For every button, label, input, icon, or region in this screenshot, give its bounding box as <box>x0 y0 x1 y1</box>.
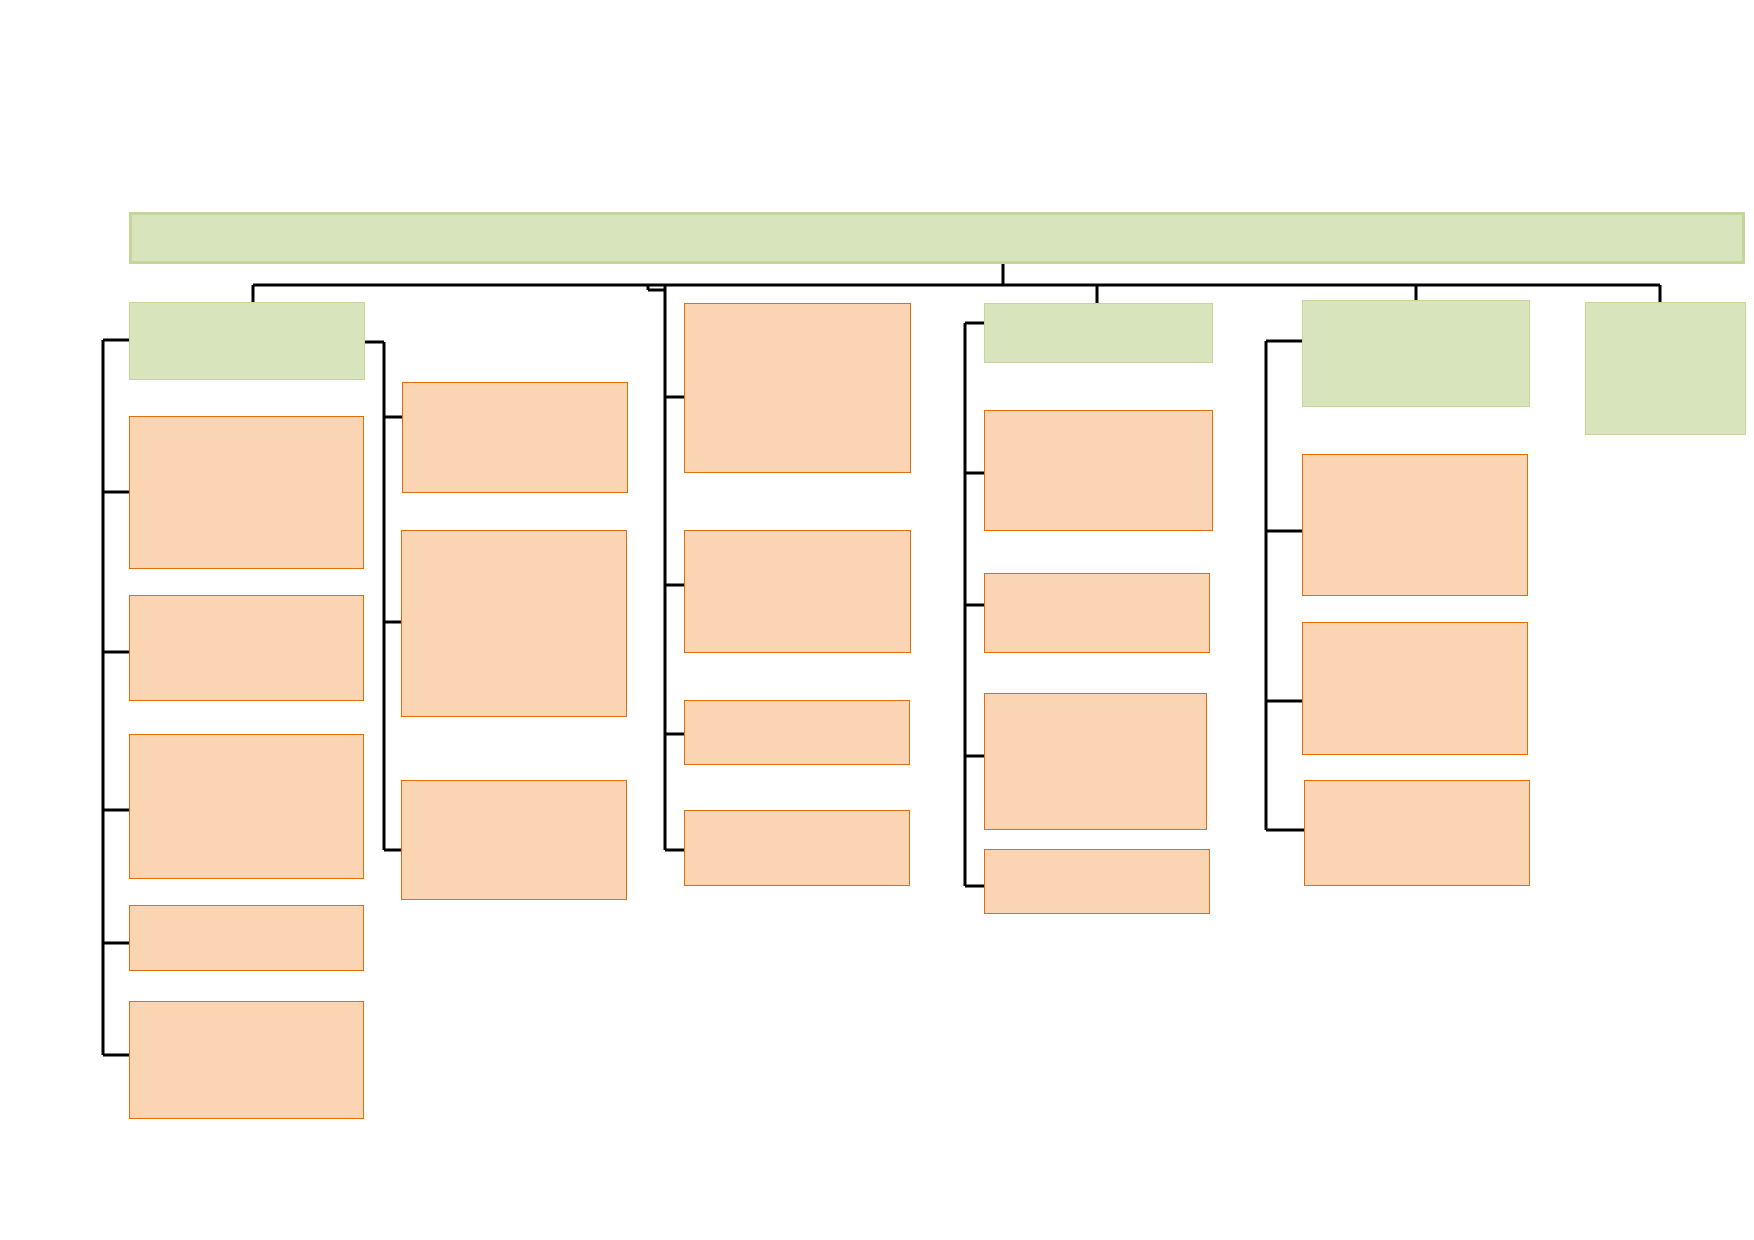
item-node-col1-4[interactable] <box>129 905 364 971</box>
item-node-label <box>510 836 518 844</box>
item-node-label <box>794 588 802 596</box>
item-node-col5-1[interactable] <box>1302 454 1528 596</box>
item-node-label <box>793 729 801 737</box>
header-node-col1-label <box>243 337 251 345</box>
item-node-label <box>793 844 801 852</box>
item-node-col3-4[interactable] <box>684 810 910 886</box>
item-node-label <box>794 384 802 392</box>
item-node-col1-5[interactable] <box>129 1001 364 1119</box>
item-node-col2-3[interactable] <box>401 780 627 900</box>
root-node-label <box>933 234 941 242</box>
item-node-col1-1[interactable] <box>129 416 364 569</box>
item-node-col1-2[interactable] <box>129 595 364 701</box>
item-node-label <box>510 620 518 628</box>
item-node-col5-2[interactable] <box>1302 622 1528 755</box>
header-node-col5-label <box>1412 350 1420 358</box>
item-node-col2-1[interactable] <box>402 382 628 493</box>
item-node-label <box>1411 521 1419 529</box>
header-node-col1[interactable] <box>129 302 365 380</box>
item-node-label <box>1093 609 1101 617</box>
item-node-col3-1[interactable] <box>684 303 911 473</box>
item-node-label <box>243 644 251 652</box>
item-node-col1-3[interactable] <box>129 734 364 879</box>
item-node-col2-2[interactable] <box>401 530 627 717</box>
item-node-label <box>511 434 519 442</box>
item-node-col4-4[interactable] <box>984 849 1210 914</box>
item-node-label <box>243 1056 251 1064</box>
item-node-label <box>1092 758 1100 766</box>
header-node-col4-label <box>1095 329 1103 337</box>
root-node[interactable] <box>129 212 1745 264</box>
item-node-label <box>1411 685 1419 693</box>
item-node-col4-2[interactable] <box>984 573 1210 653</box>
item-node-col5-3[interactable] <box>1304 780 1530 886</box>
header-node-col4[interactable] <box>984 303 1213 363</box>
item-node-label <box>243 934 251 942</box>
item-node-label <box>243 489 251 497</box>
header-node-col6-label <box>1662 365 1670 373</box>
item-node-col3-2[interactable] <box>684 530 911 653</box>
item-node-label <box>1095 467 1103 475</box>
item-node-label <box>243 803 251 811</box>
item-node-col3-3[interactable] <box>684 700 910 765</box>
item-node-col4-1[interactable] <box>984 410 1213 531</box>
item-node-label <box>1093 878 1101 886</box>
header-node-col5[interactable] <box>1302 300 1530 407</box>
item-node-col4-3[interactable] <box>984 693 1207 830</box>
item-node-label <box>1413 829 1421 837</box>
header-node-col6[interactable] <box>1585 302 1746 435</box>
